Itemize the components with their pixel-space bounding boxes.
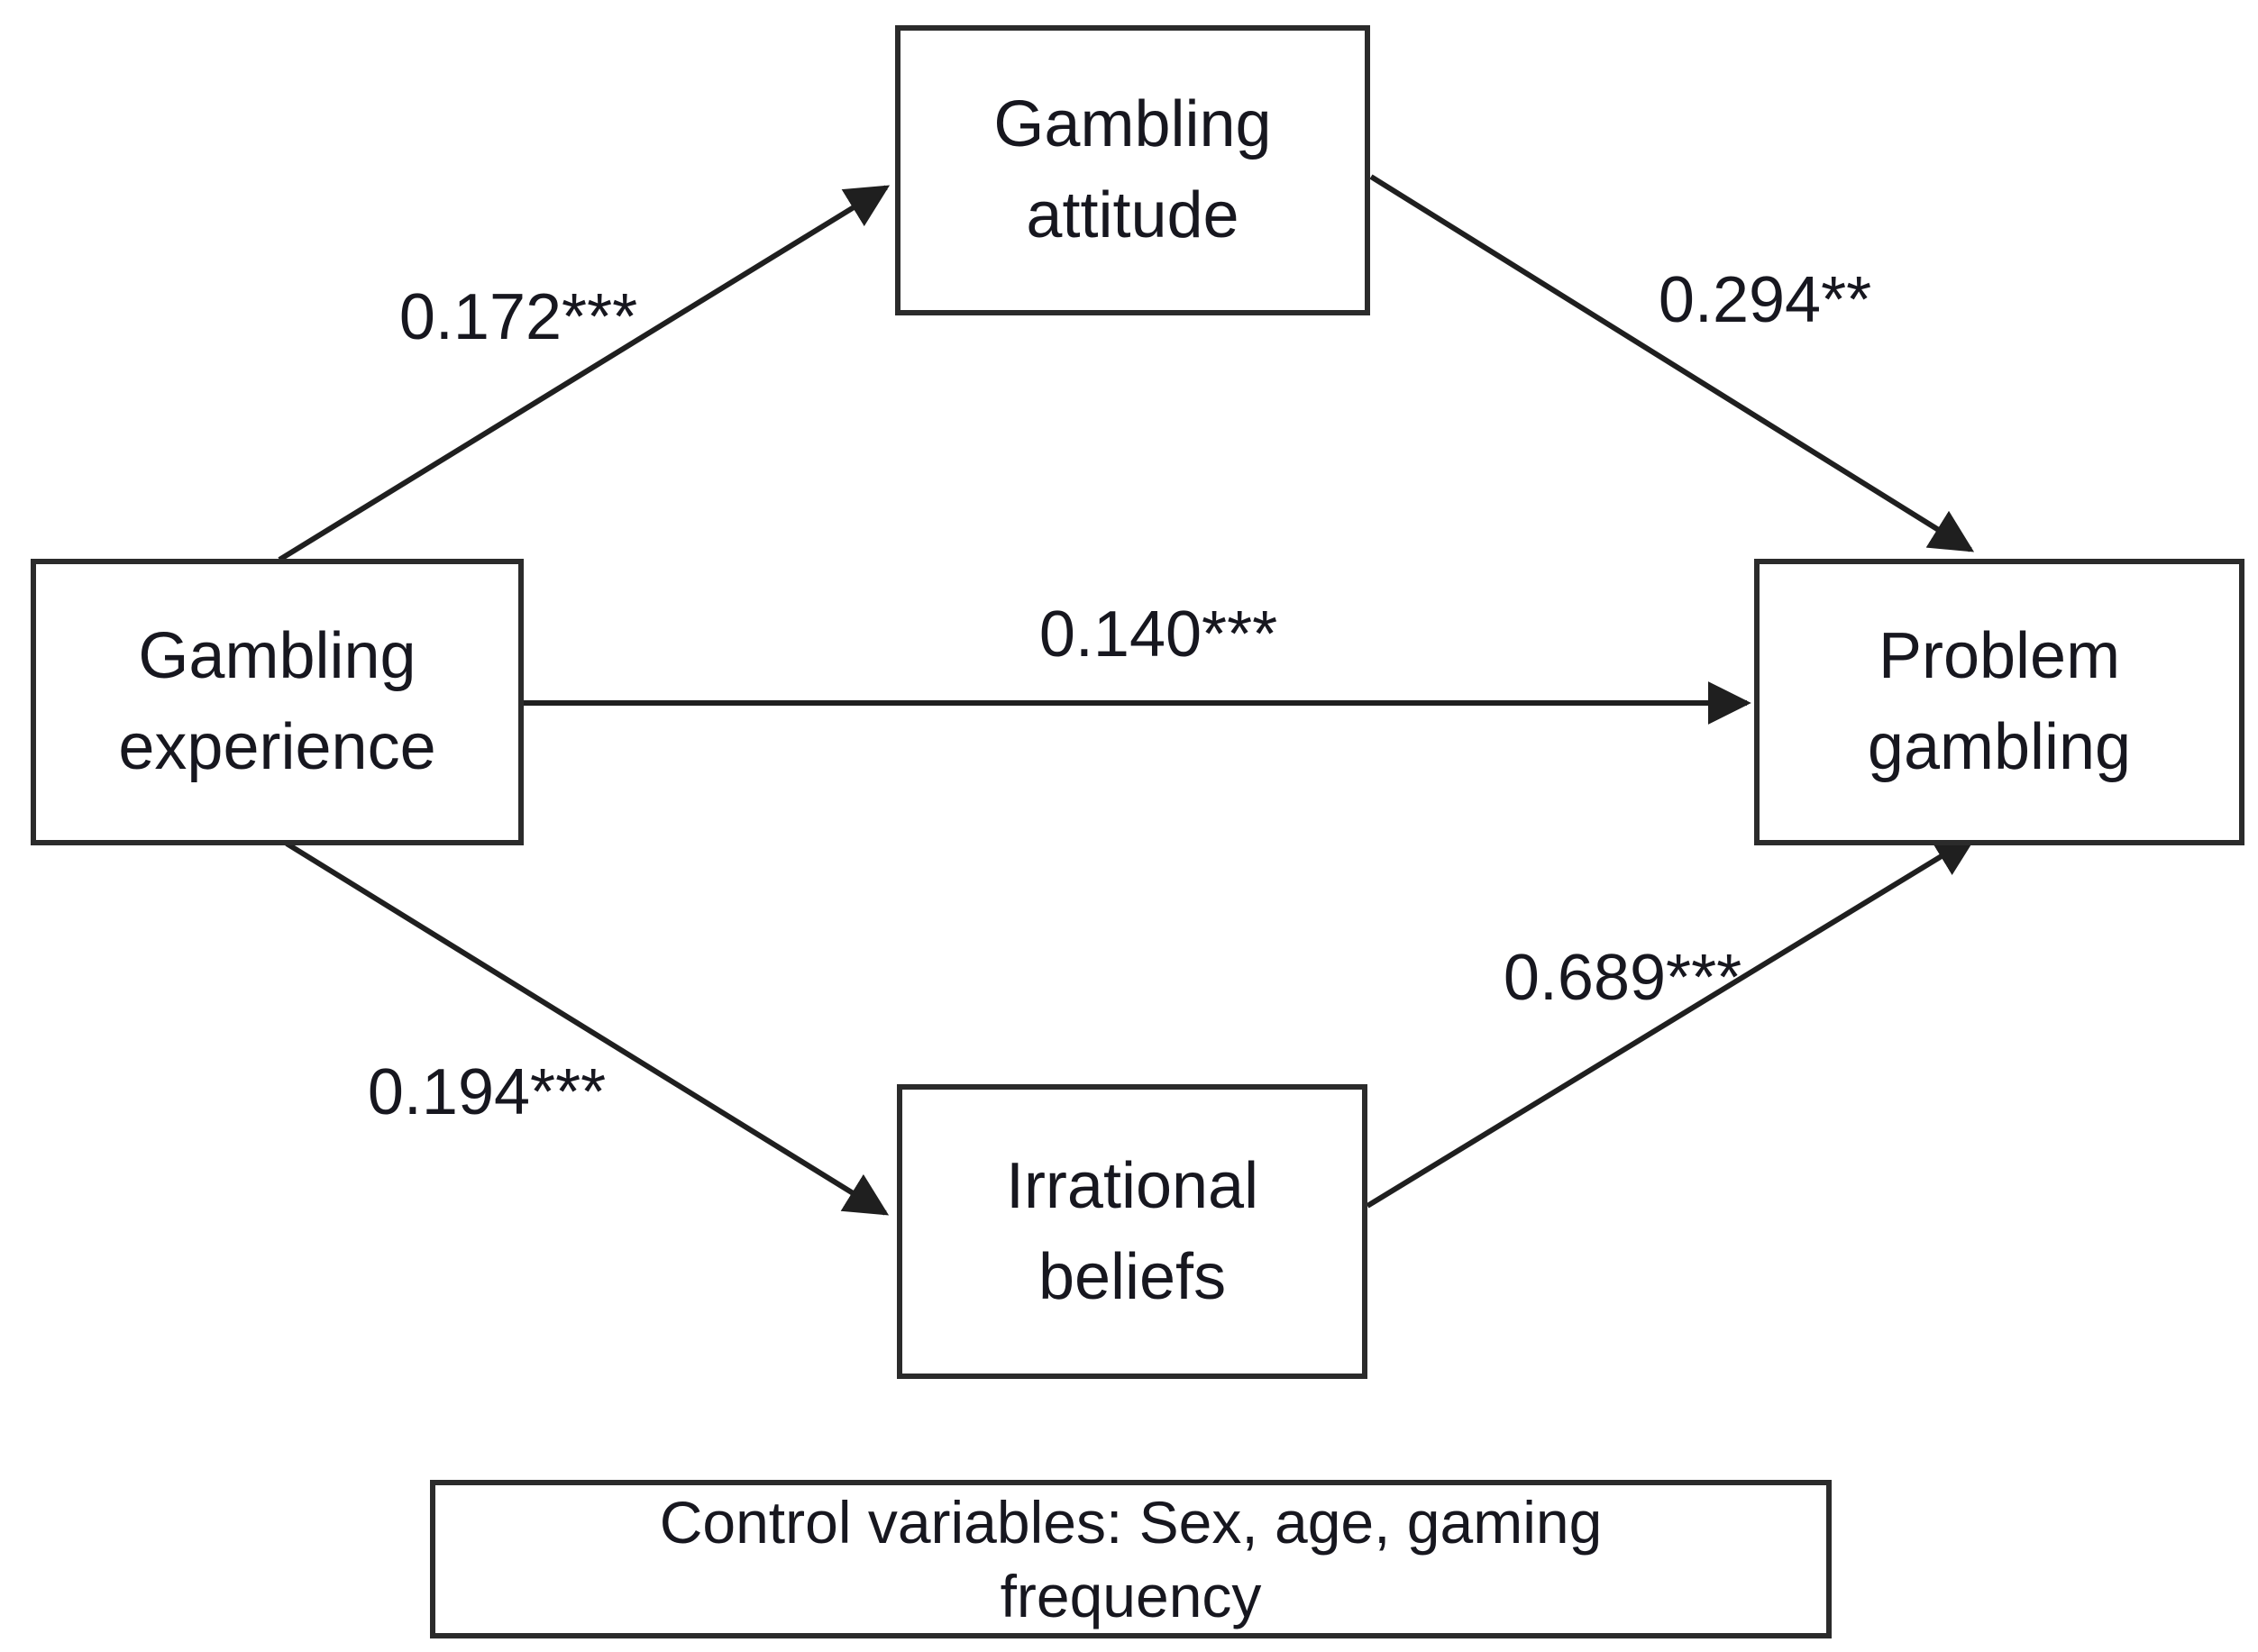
- node-gambling-experience: Gambling experience: [31, 559, 524, 845]
- node-gambling-attitude: Gambling attitude: [895, 25, 1370, 315]
- arrow-beliefs-to-problem: [1366, 834, 1979, 1209]
- coefficient-experience-beliefs: 0.194***: [367, 1056, 607, 1128]
- node-problem-gambling: Problem gambling: [1754, 559, 2244, 845]
- node-problem-gambling-label: Problem gambling: [1867, 620, 2132, 783]
- arrow-experience-to-beliefs: [285, 841, 890, 1216]
- arrow-attitude-to-problem: [1369, 174, 1975, 552]
- node-gambling-experience-label: Gambling experience: [118, 620, 436, 783]
- control-variables-label: Control variables: Sex, age, gaming freq…: [659, 1488, 1603, 1630]
- node-irrational-beliefs: Irrational beliefs: [897, 1084, 1367, 1379]
- node-irrational-beliefs-label: Irrational beliefs: [1005, 1149, 1259, 1313]
- coefficient-experience-attitude: 0.172***: [398, 281, 638, 353]
- node-gambling-attitude-label: Gambling attitude: [993, 88, 1272, 251]
- coefficient-attitude-problem: 0.294**: [1658, 264, 1872, 336]
- control-variables-box: Control variables: Sex, age, gaming freq…: [430, 1480, 1832, 1638]
- coefficient-beliefs-problem: 0.689***: [1503, 942, 1742, 1014]
- arrow-experience-to-attitude: [278, 185, 891, 562]
- coefficient-experience-problem: 0.140***: [1038, 598, 1278, 671]
